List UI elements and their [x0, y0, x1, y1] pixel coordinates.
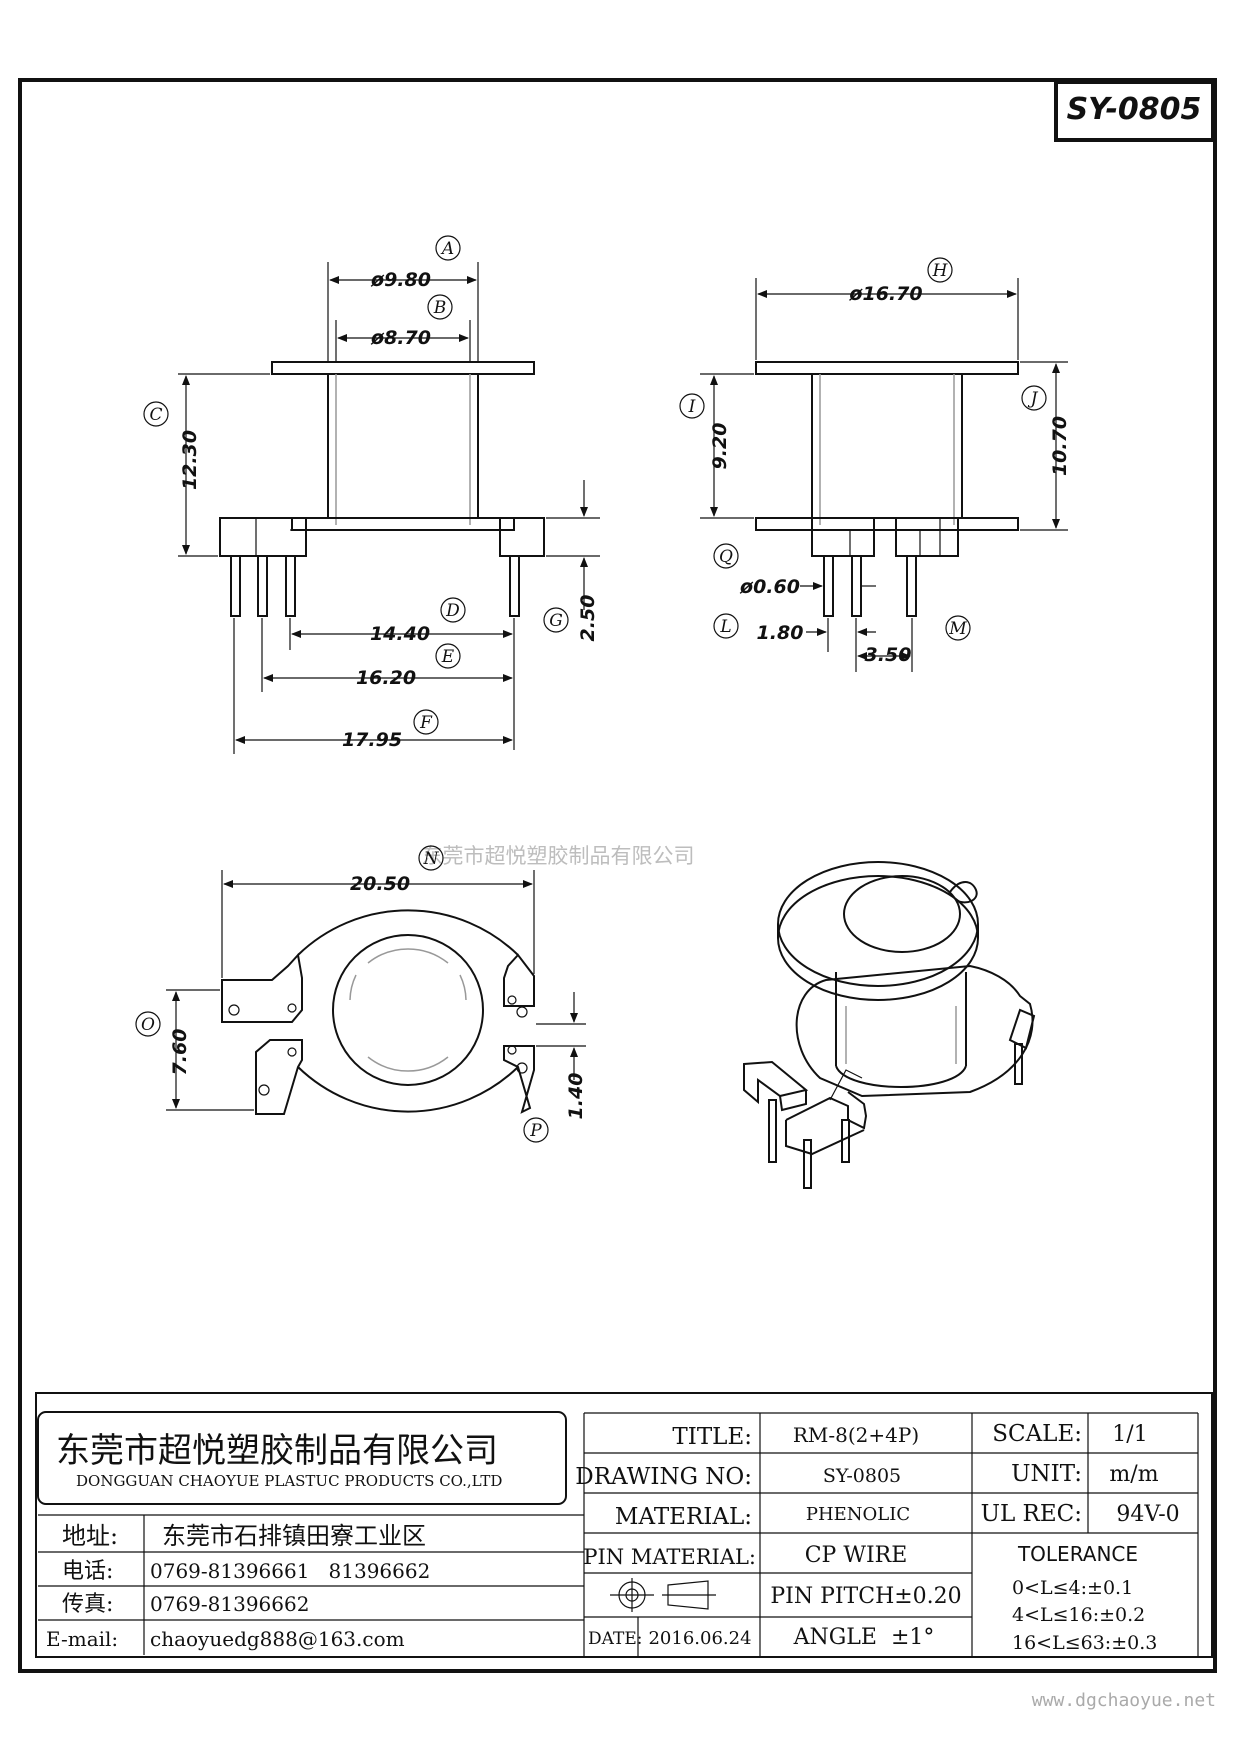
angle-value: ANGLE ±1° — [793, 1625, 935, 1650]
dim-C-value: 12.30 — [179, 430, 201, 490]
svg-text:C: C — [149, 405, 162, 425]
svg-text:P: P — [529, 1121, 542, 1141]
svg-text:L: L — [719, 617, 731, 637]
dim-M-value: 3.50 — [865, 644, 912, 666]
dim-G-value: 2.50 — [577, 595, 599, 642]
svg-text:F: F — [419, 713, 433, 733]
drawing-number-box: SY-0805 — [1054, 80, 1215, 142]
svg-text:J: J — [1028, 389, 1039, 409]
phone-value: 0769-81396661 81396662 — [150, 1559, 430, 1583]
email-label: E-mail: — [46, 1627, 118, 1651]
tolerance-row: 4<L≤16:±0.2 — [1012, 1604, 1145, 1626]
svg-text:N: N — [423, 849, 440, 869]
svg-text:E: E — [441, 647, 455, 667]
fax-label: 传真: — [62, 1592, 113, 1617]
dim-Q-value: ø0.60 — [739, 576, 800, 598]
company-watermark: 东莞市超悦塑胶制品有限公司 — [422, 844, 695, 868]
dim-H-value: ø16.70 — [848, 283, 922, 305]
dim-N-value: 20.50 — [350, 873, 410, 895]
date-label: DATE: — [588, 1629, 642, 1649]
pin-material-value: CP WIRE — [805, 1543, 908, 1568]
dim-E-value: 16.20 — [356, 667, 416, 689]
unit-label: UNIT: — [1011, 1461, 1082, 1487]
front-view: ø9.80 A ø8.70 B 12.30 C 2.50 G 14.40 D 1… — [143, 235, 600, 754]
website-url: www.dgchaoyue.net — [1032, 1690, 1216, 1711]
drawing-no-value: SY-0805 — [823, 1465, 901, 1487]
svg-text:B: B — [433, 298, 447, 318]
pin-material-label: PIN MATERIAL: — [583, 1545, 756, 1569]
phone-label: 电话: — [62, 1559, 113, 1584]
title-value: RM-8(2+4P) — [793, 1423, 919, 1447]
address-label: 地址: — [62, 1522, 118, 1550]
svg-text:D: D — [445, 601, 460, 621]
dim-L-value: 1.80 — [757, 622, 804, 644]
ul-value: 94V-0 — [1116, 1502, 1179, 1527]
ul-label: UL REC: — [981, 1501, 1082, 1527]
dim-P-value: 1.40 — [565, 1073, 587, 1120]
title-label: TITLE: — [672, 1424, 752, 1450]
dim-J-value: 10.70 — [1049, 416, 1071, 476]
dim-I-value: 9.20 — [709, 423, 731, 470]
company-name-en: DONGGUAN CHAOYUE PLASTUC PRODUCTS CO.,LT… — [76, 1472, 502, 1490]
drawing-no-label: DRAWING NO: — [575, 1464, 752, 1490]
title-block: 东莞市超悦塑胶制品有限公司 DONGGUAN CHAOYUE PLASTUC P… — [35, 1392, 1213, 1658]
svg-text:O: O — [141, 1015, 155, 1035]
material-value: PHENOLIC — [806, 1504, 910, 1525]
isometric-view — [743, 861, 1036, 1189]
scale-value: 1/1 — [1112, 1422, 1147, 1447]
svg-text:Q: Q — [719, 547, 733, 567]
dim-O-value: 7.60 — [169, 1029, 191, 1076]
tolerance-row: 16<L≤63:±0.3 — [1012, 1632, 1157, 1654]
dim-B-value: ø8.70 — [370, 327, 431, 349]
pin-pitch: PIN PITCH±0.20 — [770, 1584, 961, 1609]
dim-D-value: 14.40 — [370, 623, 430, 645]
svg-text:I: I — [688, 397, 696, 417]
date-value: 2016.06.24 — [648, 1628, 751, 1649]
svg-text:H: H — [932, 261, 949, 281]
scale-label: SCALE: — [992, 1421, 1082, 1447]
dim-F-value: 17.95 — [342, 729, 402, 751]
fax-value: 0769-81396662 — [150, 1592, 309, 1616]
tolerance-label: TOLERANCE — [1017, 1542, 1138, 1566]
svg-text:A: A — [440, 239, 454, 259]
dim-A-value: ø9.80 — [370, 269, 431, 291]
address-value: 东莞市石排镇田寮工业区 — [162, 1522, 426, 1550]
unit-value: m/m — [1109, 1462, 1158, 1487]
svg-text:G: G — [549, 611, 563, 631]
drawing-frame — [18, 78, 1217, 1673]
tolerance-row: 0<L≤4:±0.1 — [1012, 1577, 1133, 1599]
email-value: chaoyuedg888@163.com — [150, 1627, 405, 1651]
projection-symbol-icon — [610, 1578, 716, 1612]
svg-text:M: M — [948, 619, 967, 639]
drawing-number: SY-0805 — [1067, 92, 1202, 127]
top-view: 20.50 N 7.60 O 1.40 P — [135, 845, 587, 1143]
company-name-cn: 东莞市超悦塑胶制品有限公司 — [56, 1431, 498, 1471]
side-view: ø16.70 H 9.20 I 10.70 J ø0.60 Q 1.80 L 3… — [679, 257, 1071, 672]
material-label: MATERIAL: — [615, 1504, 752, 1530]
